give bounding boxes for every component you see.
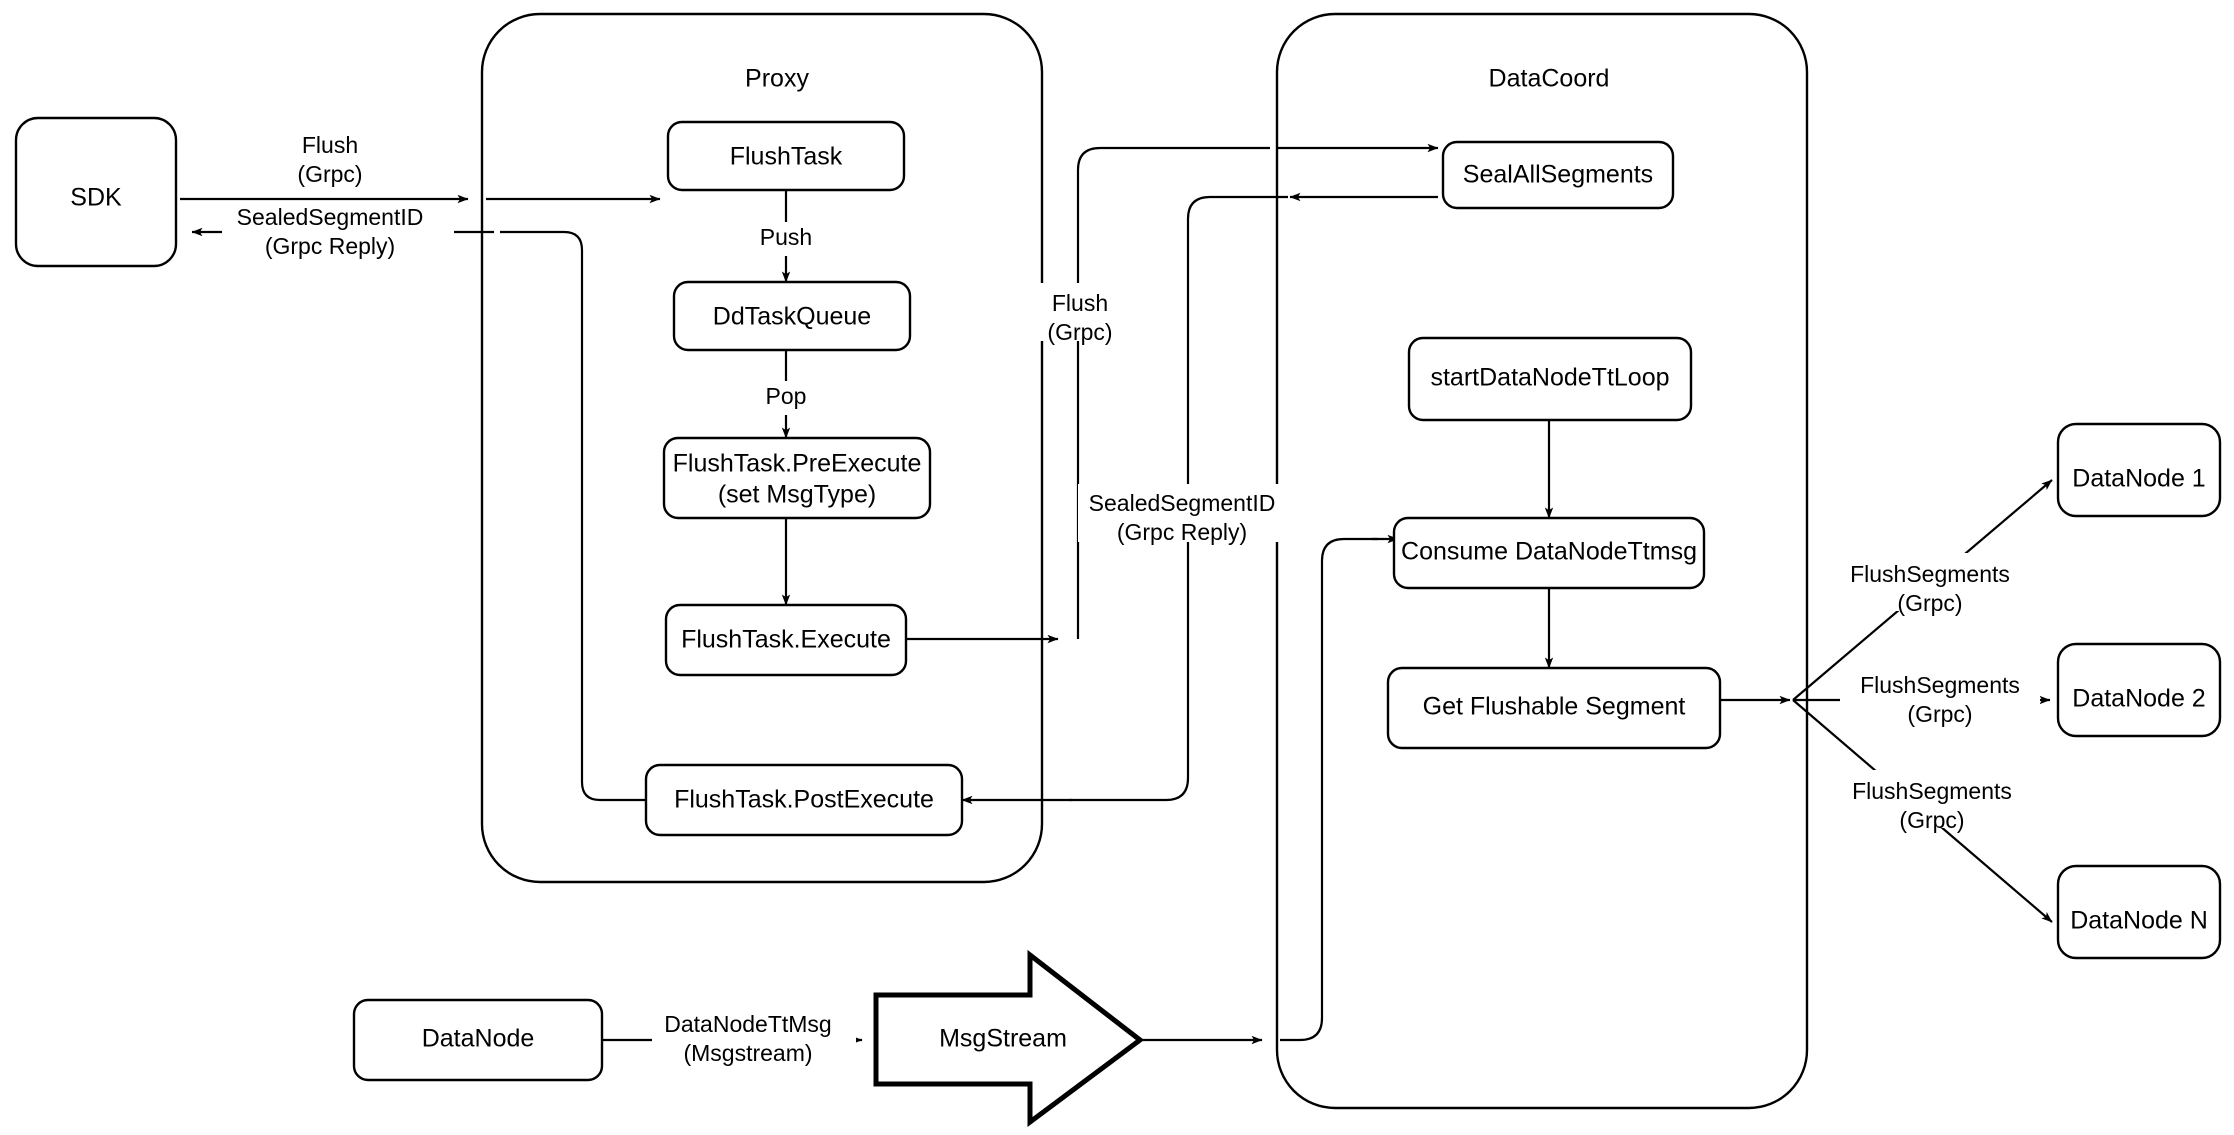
edge-label-proxy-to-sdk: SealedSegmentID (Grpc Reply) [222,204,454,262]
consumedatanodettmsg-label: Consume DataNodeTtmsg [1401,538,1697,566]
label-bg-pop [748,381,824,415]
edge-label-pop: Pop [748,381,824,415]
sealallsegments-label: SealAllSegments [1463,161,1653,189]
label-sealedsegmentid-line2: (Grpc Reply) [265,233,395,259]
node-get-flushable-segment[interactable]: Get Flushable Segment [1386,666,1722,750]
node-datanode-source[interactable]: DataNode [352,998,604,1082]
node-datanode-1[interactable]: DataNode 1 [2056,422,2222,518]
preexecute-box[interactable] [662,436,932,520]
edge-label-datanode-ttmsg: DataNodeTtMsg (Msgstream) [652,1007,856,1066]
consumedatanodettmsg-box[interactable] [1392,516,1706,590]
label-bg-push [744,222,828,256]
label-bg-datanodettmsg [652,1007,856,1065]
label-flushsegments-n-line1: FlushSegments [1852,778,2012,804]
node-start-datanode-tt-loop[interactable]: startDataNodeTtLoop [1407,336,1693,422]
getflushablesegment-box[interactable] [1386,666,1722,750]
datanode-source-label: DataNode [422,1025,535,1053]
node-seal-all-segments[interactable]: SealAllSegments [1441,140,1675,210]
postexecute-label: FlushTask.PostExecute [674,786,934,814]
edge-label-flushsegments-2: FlushSegments (Grpc) [1840,664,2040,727]
node-msgstream[interactable]: MsgStream [873,949,1145,1127]
flushtask-box[interactable] [666,120,906,192]
label-push: Push [760,224,812,250]
sdk-label: SDK [70,184,122,212]
msgstream-label: MsgStream [939,1025,1067,1053]
label-flush-line1: Flush [302,132,358,158]
label-pop: Pop [766,383,807,409]
datanode-2-label: DataNode 2 [2072,685,2205,713]
label-sealedsegmentid-coord-line2: (Grpc Reply) [1117,519,1247,545]
node-datanode-2[interactable]: DataNode 2 [2056,642,2222,738]
postexecute-box[interactable] [644,763,964,837]
label-flushsegments-n-line2: (Grpc) [1899,807,1964,833]
node-sdk[interactable]: SDK [14,116,178,268]
ddtaskqueue-box[interactable] [672,280,912,352]
datacoord-group-label: DataCoord [1489,65,1610,93]
label-flushsegments-1-line2: (Grpc) [1897,590,1962,616]
startdatanodettloop-label: startDataNodeTtLoop [1430,364,1669,392]
edge-coord-ttmsg-riser [1280,537,1378,1042]
label-flushsegments-2-line1: FlushSegments [1860,672,2020,698]
label-datanodettmsg-line2: (Msgstream) [683,1040,812,1066]
edge-label-sdk-to-proxy: Flush (Grpc) [283,132,395,191]
ddtaskqueue-label: DdTaskQueue [713,303,871,331]
flushtask-label: FlushTask [730,143,843,171]
execute-box[interactable] [664,603,908,677]
edge-flush-riser-to-coord [1076,146,1270,639]
datanode-1-label: DataNode 1 [2072,465,2205,493]
datanode-n-box[interactable] [2056,864,2222,960]
label-bg-flushsegments-1 [1840,553,2040,611]
sealallsegments-box[interactable] [1441,140,1675,210]
sdk-box[interactable] [14,116,178,268]
node-flushtask-execute[interactable]: FlushTask.Execute [664,603,908,677]
label-bg-flushsegments-n [1840,770,2040,828]
node-dd-task-queue[interactable]: DdTaskQueue [672,280,912,352]
edge-postexecute-to-sdk-route [500,230,646,802]
edge-label-flushsegments-1: FlushSegments (Grpc) [1840,553,2040,616]
label-bg-flush-coord [1040,283,1152,341]
edge-label-proxy-to-coord: Flush (Grpc) [1040,283,1152,345]
label-flush-line2: (Grpc) [297,161,362,187]
label-flush-coord-line1: Flush [1052,290,1108,316]
label-datanodettmsg-line1: DataNodeTtMsg [664,1011,831,1037]
label-bg-flush-grpc [283,133,395,191]
label-sealedsegmentid-coord-line1: SealedSegmentID [1089,490,1276,516]
edge-label-coord-to-proxy: SealedSegmentID (Grpc Reply) [1078,484,1310,545]
edge-label-flushsegments-n: FlushSegments (Grpc) [1840,770,2040,833]
getflushablesegment-label: Get Flushable Segment [1423,693,1686,721]
datanode-1-box[interactable] [2056,422,2222,518]
label-flush-coord-line2: (Grpc) [1047,319,1112,345]
label-flushsegments-1-line1: FlushSegments [1850,561,2010,587]
datanode-source-box[interactable] [352,998,604,1082]
edge-label-push: Push [744,222,828,256]
node-flushtask-preexecute[interactable]: FlushTask.PreExecute (set MsgType) [662,436,932,520]
label-bg-flushsegments-2 [1840,664,2040,722]
node-datanode-n[interactable]: DataNode N [2056,864,2222,960]
node-consume-datanode-ttmsg[interactable]: Consume DataNodeTtmsg [1392,516,1706,590]
proxy-group-label: Proxy [745,65,809,93]
node-flush-task[interactable]: FlushTask [666,120,906,192]
datanode-2-box[interactable] [2056,642,2222,738]
label-bg-sealedsegmentid-coord [1078,484,1310,542]
msgstream-arrow-shape[interactable] [873,949,1145,1127]
label-flushsegments-2-line2: (Grpc) [1907,701,1972,727]
label-bg-sealedsegmentid [222,204,454,262]
preexecute-label-line1: FlushTask.PreExecute [673,450,922,478]
node-flushtask-postexecute[interactable]: FlushTask.PostExecute [644,763,964,837]
preexecute-label-line2: (set MsgType) [718,481,876,509]
startdatanodettloop-box[interactable] [1407,336,1693,422]
label-sealedsegmentid-line1: SealedSegmentID [237,204,424,230]
datanode-n-label: DataNode N [2070,907,2208,935]
execute-label: FlushTask.Execute [681,626,891,654]
